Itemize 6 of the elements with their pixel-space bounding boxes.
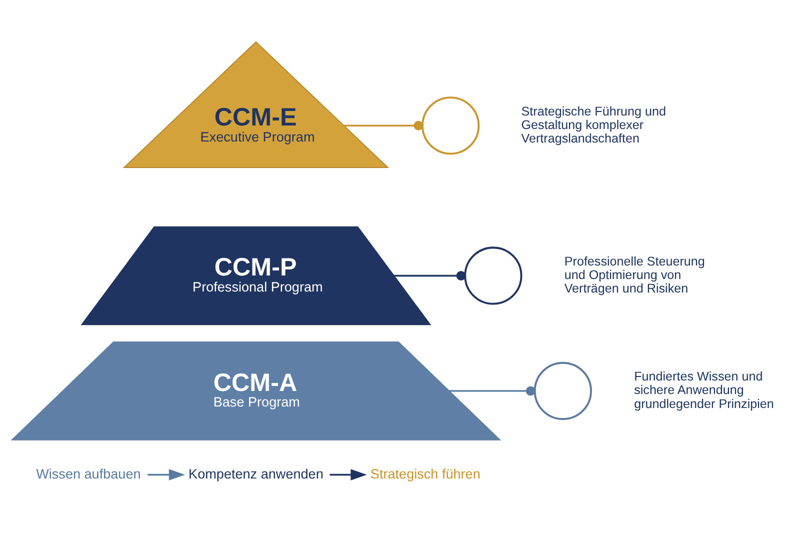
- node-label: Professionelle Steuerung und Optimierung von Verträgen und Risiken: [564, 254, 705, 296]
- node-text: Wissen aufbauen: [36, 466, 141, 481]
- node-label: Strategische Führung und Gestaltung komplexer Vertragslandschaften: [521, 104, 666, 145]
- node-text: Kompetenz anwenden: [188, 466, 324, 481]
- node-text: Strategisch führen: [370, 466, 480, 481]
- node-label: Fundiertes Wissen und sichere Anwendung grundlegender Prinzipien: [634, 369, 774, 410]
